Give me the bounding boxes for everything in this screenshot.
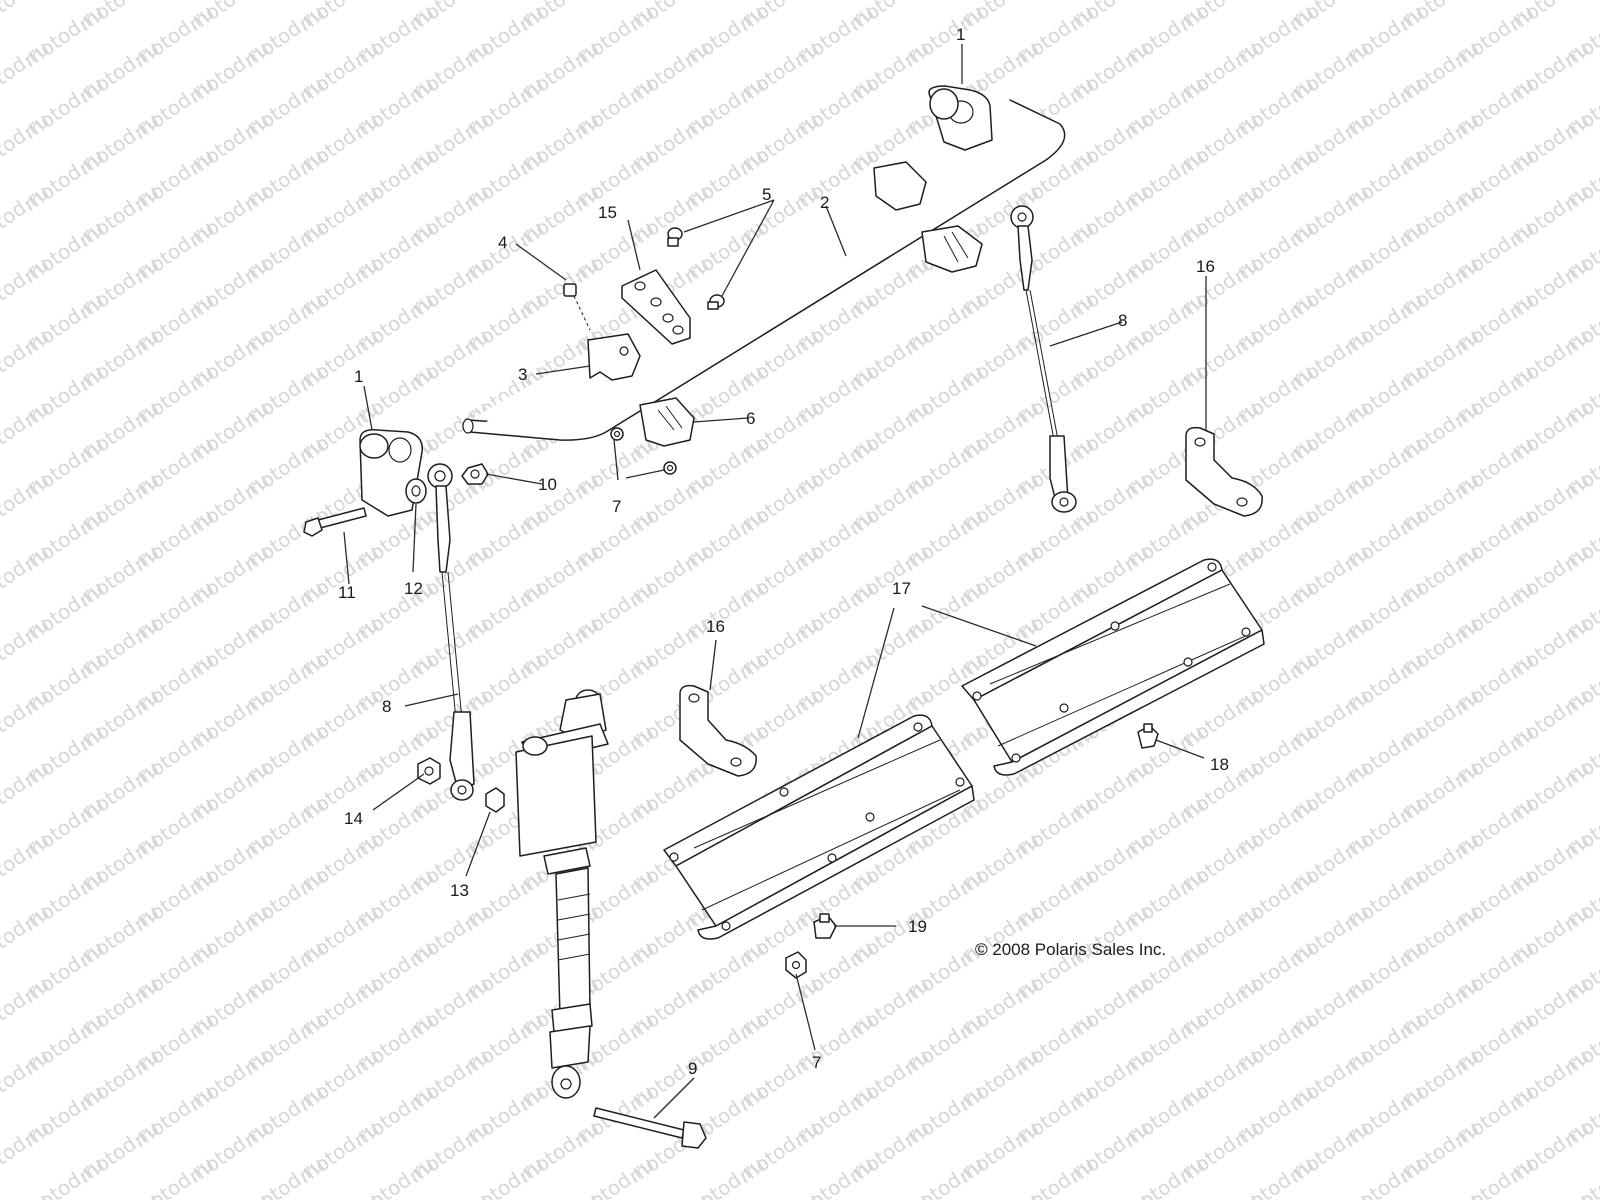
watermark-text: motod.ru	[0, 1116, 53, 1188]
watermark-text: motod.ru	[1174, 1188, 1263, 1200]
watermark-text: motod.ru	[0, 612, 53, 684]
watermark-text: motod.ru	[0, 1044, 53, 1116]
watermark-text: motod.ru	[0, 756, 53, 828]
copyright-notice: © 2008 Polaris Sales Inc.	[975, 940, 1167, 959]
screw-5a	[667, 227, 683, 247]
callout-3: 3	[518, 365, 527, 384]
watermark-text: motod.ru	[954, 1188, 1043, 1200]
watermark-text: motod.ru	[0, 828, 53, 900]
leader-lines	[343, 44, 1207, 1119]
callout-17: 17	[892, 579, 911, 598]
rail-17-right	[961, 558, 1265, 776]
shock-absorber	[515, 689, 609, 1099]
screw-18	[1137, 723, 1159, 749]
bolt-9	[593, 1107, 707, 1149]
nut-7a	[610, 427, 624, 441]
nut-13	[485, 787, 505, 813]
callout-1-left: 1	[354, 367, 363, 386]
watermark-text: motod.ru	[514, 1188, 603, 1200]
callout-19: 19	[908, 917, 927, 936]
link-rod-left	[427, 463, 475, 801]
watermark-text: motod.ru	[0, 468, 53, 540]
watermark-text: motod.ru	[1284, 1188, 1373, 1200]
watermark-text: motod.ru	[184, 1188, 273, 1200]
nut-7b	[663, 461, 677, 475]
callout-16-right: 16	[1196, 257, 1215, 276]
watermark-text: motod.ru	[0, 684, 53, 756]
callout-9: 9	[688, 1059, 697, 1078]
clamp-upper-a	[873, 161, 927, 211]
callout-14: 14	[344, 809, 363, 828]
watermark-text: motod.ru	[0, 36, 53, 108]
watermark-text: motod.ru	[624, 1188, 713, 1200]
watermark-text: motod.ru	[0, 108, 53, 180]
watermark-text: motod.ru	[0, 540, 53, 612]
watermark-text: motod.ru	[74, 1188, 163, 1200]
callout-13: 13	[450, 881, 469, 900]
bushing-top	[928, 85, 993, 151]
watermark-text: motod.ru	[404, 1188, 493, 1200]
nut-14	[417, 757, 441, 785]
callout-8-right: 8	[1118, 311, 1127, 330]
watermark-text: motod.ru	[1064, 1188, 1153, 1200]
callout-1-top: 1	[956, 25, 965, 44]
nut-10	[461, 463, 489, 485]
watermark-text: motod.ru	[0, 252, 53, 324]
bolt-11	[303, 507, 367, 537]
clamp-6	[639, 397, 695, 447]
callout-6: 6	[746, 409, 755, 428]
callout-7-bottom: 7	[812, 1053, 821, 1072]
callout-16-left: 16	[706, 617, 725, 636]
rail-17-left	[663, 714, 975, 940]
callout-8-left: 8	[382, 697, 391, 716]
washer-12	[405, 478, 427, 504]
watermark-text: motod.ru	[0, 324, 53, 396]
link-rod-right	[1010, 205, 1077, 513]
callout-5: 5	[762, 185, 771, 204]
watermark-text: motod.ru	[1504, 1188, 1593, 1200]
screw-4	[563, 283, 591, 331]
watermark-text: motod.ru	[0, 180, 53, 252]
callout-10: 10	[538, 475, 557, 494]
clamp-3	[587, 333, 641, 381]
watermark-text: motod.ru	[0, 396, 53, 468]
watermark-text: motod.ru	[0, 0, 53, 36]
callout-7-top: 7	[612, 497, 621, 516]
plate-15	[621, 269, 691, 345]
nut-7-bottom	[785, 951, 807, 979]
watermark-text: motod.ru	[294, 1188, 383, 1200]
clamp-upper-b	[921, 225, 983, 273]
watermark-text: motod.ru	[0, 900, 53, 972]
bracket-16-right	[1185, 426, 1263, 517]
watermark-text: motod.ru	[1394, 1188, 1483, 1200]
callout-11: 11	[338, 583, 356, 602]
watermark-text: motod.ru	[844, 1188, 933, 1200]
watermark-text: motod.ru	[734, 1188, 823, 1200]
callout-15: 15	[598, 203, 617, 222]
callout-18: 18	[1210, 755, 1229, 774]
screw-19	[813, 913, 837, 939]
callout-12: 12	[404, 579, 423, 598]
callout-labels: 1 2 5 15 4 3 1 6 7 10 8 16 11 12 8 14 13…	[338, 25, 1229, 1078]
watermark-text: motod.ru	[0, 972, 53, 1044]
screw-5b	[707, 294, 725, 310]
callout-2: 2	[820, 193, 829, 212]
bracket-16-left	[679, 684, 757, 777]
callout-4: 4	[498, 233, 507, 252]
